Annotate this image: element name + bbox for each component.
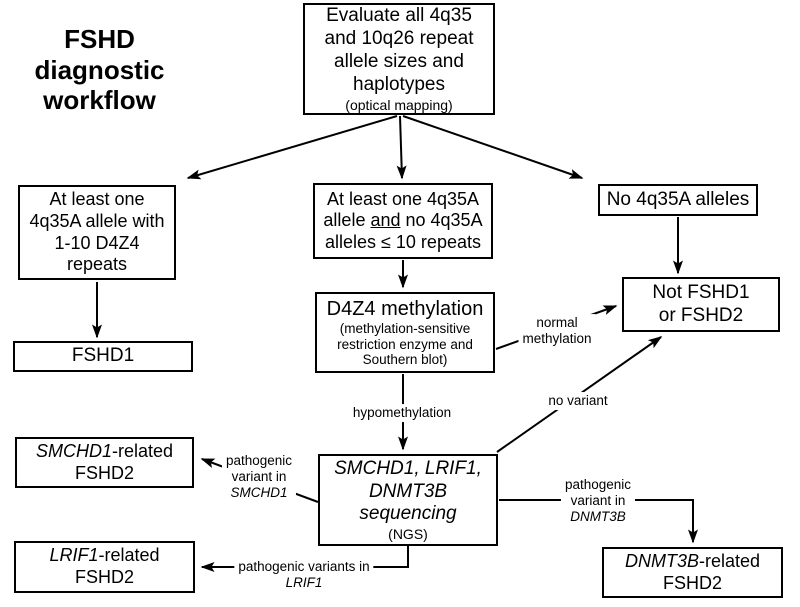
node-no-4q35a-alleles: No 4q35A alleles	[598, 184, 758, 216]
edge-label-pathogenic-variant-smchd1: pathogenic variant in SMCHD1	[221, 452, 297, 502]
node-smchd1-related-line1: SMCHD1-related	[36, 441, 173, 463]
node-dnmt3b-related-line2: FSHD2	[662, 572, 722, 593]
arrow-evaluate-to-right-branch	[402, 115, 584, 179]
node-not-fshd1-or-fshd2: Not FSHD1 or FSHD2	[622, 277, 780, 332]
node-evaluate-alleles-subtext: (optical mapping)	[345, 96, 453, 113]
node-d4z4-methylation-text: D4Z4 methylation	[326, 298, 484, 321]
node-gene-sequencing-subtext: (NGS)	[388, 526, 428, 543]
arrow-evaluate-to-middle-branch	[396, 115, 407, 180]
dnmt3b-suffix: -related	[698, 550, 761, 571]
node-middle-line2-and: and	[370, 210, 401, 231]
page-title: FSHD diagnostic workflow	[34, 24, 165, 116]
node-d4z4-methylation-subtext: (methylation-sensitive restriction enzym…	[337, 321, 473, 368]
edge-label-hypomethylation: hypomethylation	[348, 404, 456, 422]
node-fshd1: FSHD1	[13, 341, 193, 372]
node-not-fshd1-or-fshd2-text: Not FSHD1 or FSHD2	[652, 281, 750, 326]
smchd1-gene-name: SMCHD1	[35, 440, 112, 461]
node-lrif1-related-line2: FSHD2	[74, 567, 134, 587]
node-dnmt3b-related-line1: DNMT3B-related	[625, 551, 760, 573]
node-middle-line2-post: no 4q35A	[400, 210, 483, 231]
node-smchd1-related-fshd2: SMCHD1-related FSHD2	[15, 437, 194, 488]
node-middle-line3: alleles ≤ 10 repeats	[325, 231, 481, 252]
node-no-4q35a-alleles-text: No 4q35A alleles	[606, 188, 750, 210]
node-at-least-one-and-no-short-alleles: At least one 4q35A allele and no 4q35A a…	[313, 183, 493, 259]
node-at-least-one-1-10-repeats-text: At least one 4q35A allele with 1-10 D4Z4…	[29, 189, 165, 275]
node-fshd1-text: FSHD1	[71, 345, 135, 367]
node-middle-line2: allele and no 4q35A	[323, 210, 482, 232]
edge-label-pathogenic-variants-lrif1: pathogenic variants in LRIF1	[234, 558, 374, 592]
node-evaluate-alleles-text: Evaluate all 4q35 and 10q26 repeat allel…	[324, 5, 474, 95]
node-lrif1-related-fshd2: LRIF1-related FSHD2	[14, 541, 195, 593]
node-middle-line2-pre: allele	[323, 210, 371, 231]
node-dnmt3b-related-fshd2: DNMT3B-related FSHD2	[602, 547, 783, 598]
lrif1-suffix: -related	[98, 545, 160, 566]
edge-label-pathogenic-variant-dnmt3b: pathogenic variant in DNMT3B	[560, 476, 636, 526]
edge-label-normal-methylation: normal methylation	[518, 314, 596, 348]
node-evaluate-alleles: Evaluate all 4q35 and 10q26 repeat allel…	[303, 3, 495, 115]
node-gene-sequencing: SMCHD1, LRIF1, DNMT3B sequencing (NGS)	[318, 454, 498, 546]
lrif1-gene-name: LRIF1	[49, 545, 99, 566]
node-lrif1-related-line1: LRIF1-related	[49, 545, 159, 567]
node-d4z4-methylation: D4Z4 methylation (methylation-sensitive …	[315, 292, 495, 373]
dnmt3b-gene-name: DNMT3B	[624, 550, 699, 571]
node-middle-line1: At least one 4q35A	[326, 188, 480, 209]
node-gene-sequencing-text: SMCHD1, LRIF1, DNMT3B sequencing	[334, 457, 482, 525]
smchd1-suffix: -related	[111, 440, 174, 461]
node-smchd1-related-line2: FSHD2	[74, 462, 134, 483]
node-at-least-one-1-10-repeats: At least one 4q35A allele with 1-10 D4Z4…	[18, 185, 176, 280]
arrow-evaluate-to-left-branch	[186, 115, 398, 180]
edge-label-no-variant: no variant	[544, 392, 612, 410]
